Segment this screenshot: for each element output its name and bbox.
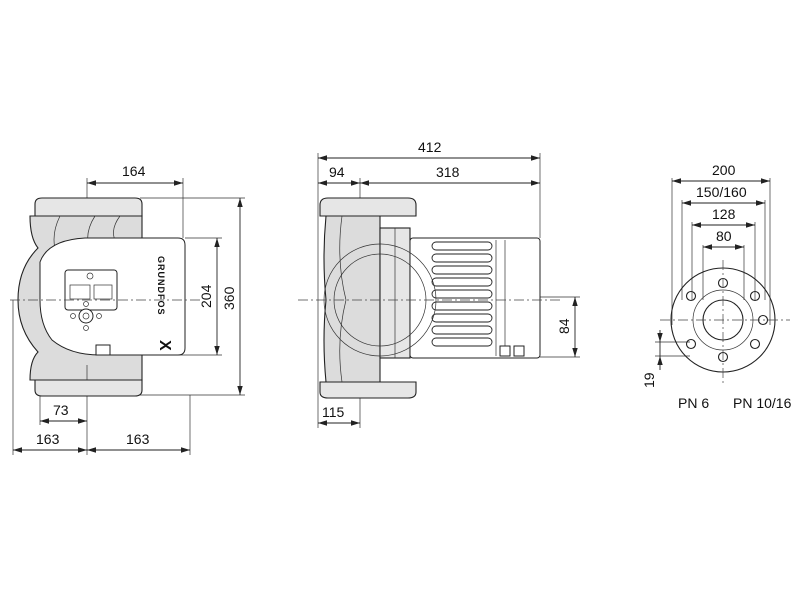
dim-94: 94 <box>329 164 345 180</box>
dim-200: 200 <box>712 162 736 178</box>
dim-115: 115 <box>322 404 345 420</box>
dim-163-right: 163 <box>126 431 150 447</box>
dim-84: 84 <box>556 318 572 334</box>
label-pn6: PN 6 <box>678 395 709 411</box>
dim-73: 73 <box>53 402 69 418</box>
brand-mark: X <box>156 340 173 351</box>
dim-128: 128 <box>712 206 736 222</box>
control-button <box>78 308 94 324</box>
display-panel <box>64 269 118 311</box>
side-view: 412 94 318 84 115 <box>298 139 580 428</box>
cooling-fins <box>431 241 493 347</box>
dim-150-160: 150/160 <box>696 184 747 200</box>
dim-163-left: 163 <box>36 431 60 447</box>
side-pump-body <box>298 197 560 399</box>
brand-logo: GRUNDFOS <box>156 256 166 316</box>
dim-318: 318 <box>436 164 460 180</box>
dim-360: 360 <box>221 286 237 310</box>
dim-19: 19 <box>641 372 657 388</box>
dim-80: 80 <box>716 228 732 244</box>
dim-412: 412 <box>418 139 442 155</box>
dim-164: 164 <box>122 163 146 179</box>
flange-view: 200 150/160 128 80 19 PN 6 PN 10/16 <box>641 162 792 411</box>
dim-204: 204 <box>198 284 214 308</box>
front-view: GRUNDFOS X 164 204 360 73 163 163 <box>10 163 245 455</box>
label-pn10-16: PN 10/16 <box>733 395 792 411</box>
front-pump-body: GRUNDFOS X <box>10 197 200 397</box>
